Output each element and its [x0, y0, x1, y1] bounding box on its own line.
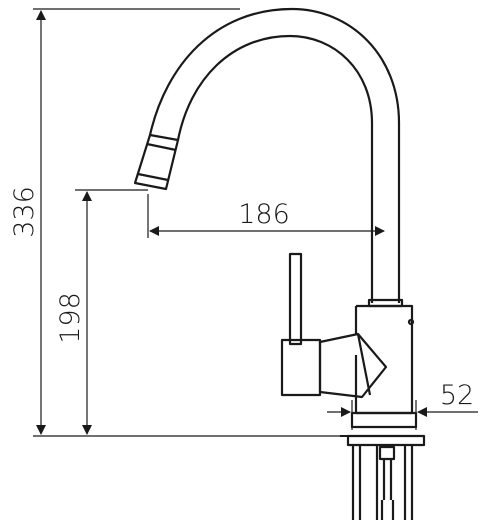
- spout-inner: [176, 34, 374, 303]
- lever-joint: [318, 332, 388, 399]
- lever-handle: [288, 252, 303, 346]
- label-spout-reach: 186: [238, 199, 290, 230]
- label-total-height: 336: [9, 186, 40, 238]
- spray-head-band-lower: [137, 172, 169, 182]
- spout-outer: [148, 7, 401, 303]
- hose-fitting: [378, 445, 396, 461]
- base-ring: [350, 411, 418, 429]
- lever-joint-edge: [356, 333, 372, 396]
- spray-head: [133, 133, 180, 191]
- lever-block: [280, 338, 322, 397]
- faucet-body: [354, 304, 414, 415]
- label-base-diameter: 52: [440, 380, 474, 411]
- label-spout-height: 198: [55, 292, 86, 344]
- body-screw: [407, 318, 415, 326]
- spray-head-band: [146, 142, 177, 152]
- faucet: [133, 7, 426, 520]
- dimension-lines: [33, 8, 478, 437]
- mounting-plate: [346, 434, 426, 447]
